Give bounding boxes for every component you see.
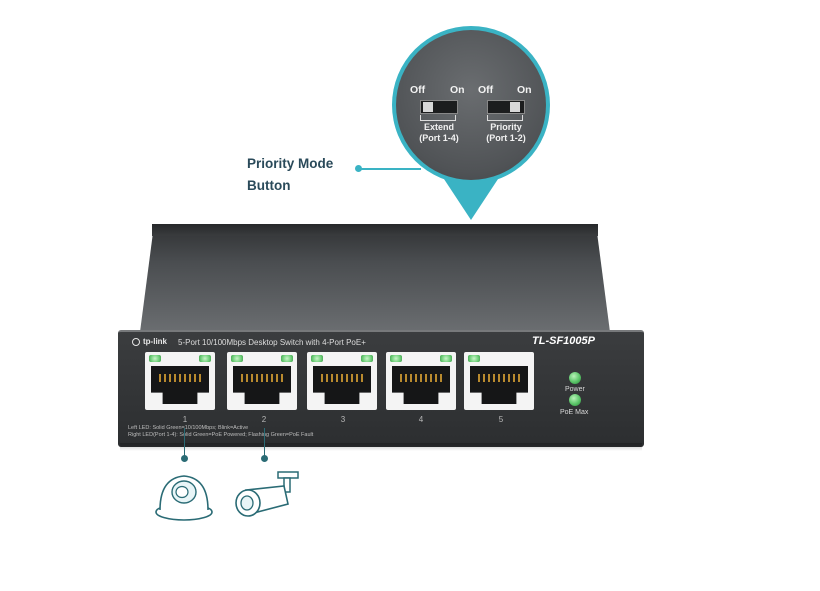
priority-caption-2: (Port 1-2): [486, 133, 526, 143]
camera-2-connector: [264, 428, 265, 458]
extend-bracket: [420, 115, 456, 121]
callout-dot: [355, 165, 362, 172]
port-2-pins: [241, 374, 283, 382]
port-3-pins: [321, 374, 363, 382]
power-led-icon: [569, 372, 581, 384]
camera-1-connector-dot: [181, 455, 188, 462]
port-1-right-led: [199, 355, 211, 362]
port-4-pins: [400, 374, 442, 382]
extend-off-label: Off: [410, 84, 426, 96]
port-number-1: 1: [182, 415, 188, 424]
priority-caption-1: Priority: [490, 122, 522, 132]
priority-mode-callout: Priority Mode Button: [247, 153, 387, 197]
extend-on-label: On: [450, 84, 465, 96]
switch-top-panel: [140, 224, 610, 332]
port-number-3: 3: [340, 415, 346, 424]
switch-rear-edge: [152, 224, 598, 236]
port-1-pins: [159, 374, 201, 382]
bullet-camera-icon: [235, 471, 299, 517]
brand-label: tp-link: [143, 337, 167, 346]
power-label: Power: [565, 386, 585, 393]
port-3-left-led: [311, 355, 323, 362]
port-2-left-led: [231, 355, 243, 362]
priority-off-label: Off: [478, 84, 494, 96]
poe-max-label: PoE Max: [560, 409, 589, 416]
switch-shadow: [120, 443, 642, 451]
model-name: TL-SF1005P: [532, 335, 595, 347]
port-3-socket: [313, 366, 371, 404]
port-5-pins: [478, 374, 520, 382]
ethernet-port-1[interactable]: [145, 352, 215, 410]
callout-connector: [361, 168, 421, 170]
extend-caption: Extend (Port 1-4): [409, 122, 469, 144]
tp-link-logo-icon: [132, 338, 140, 346]
ethernet-port-4[interactable]: [386, 352, 456, 410]
switch-zoom-bubble: Off On Extend (Port 1-4) Off On Priority…: [392, 26, 550, 222]
callout-line-1: Priority Mode: [247, 156, 334, 171]
device-description: 5-Port 10/100Mbps Desktop Switch with 4-…: [178, 338, 366, 347]
port-4-left-led: [390, 355, 402, 362]
port-2-right-led: [281, 355, 293, 362]
port-1-socket: [151, 366, 209, 404]
priority-on-label: On: [517, 84, 532, 96]
port-number-5: 5: [498, 415, 504, 424]
bubble-content: Off On Extend (Port 1-4) Off On Priority…: [396, 30, 546, 180]
callout-line-2: Button: [247, 178, 291, 193]
extend-caption-2: (Port 1-4): [419, 133, 459, 143]
poe-max-led-icon: [569, 394, 581, 406]
port-4-right-led: [440, 355, 452, 362]
ethernet-port-5[interactable]: [464, 352, 534, 410]
port-number-2: 2: [261, 415, 267, 424]
port-number-4: 4: [418, 415, 424, 424]
camera-2-connector-dot: [261, 455, 268, 462]
bubble-ring: Off On Extend (Port 1-4) Off On Priority…: [392, 26, 550, 184]
priority-toggle[interactable]: [487, 100, 525, 114]
port-2-socket: [233, 366, 291, 404]
led-legend-right: Right LED(Port 1-4): Solid Green=PoE Pow…: [128, 432, 314, 438]
port-5-socket: [470, 366, 528, 404]
ethernet-port-2[interactable]: [227, 352, 297, 410]
priority-bracket: [487, 115, 523, 121]
extend-caption-1: Extend: [423, 122, 454, 132]
priority-caption: Priority (Port 1-2): [476, 122, 536, 144]
extend-toggle[interactable]: [420, 100, 458, 114]
extend-toggle-knob: [423, 102, 433, 112]
port-3-right-led: [361, 355, 373, 362]
priority-toggle-knob: [510, 102, 520, 112]
led-legend-left: Left LED: Solid Green=10/100Mbps; Blink=…: [128, 425, 249, 431]
ethernet-port-3[interactable]: [307, 352, 377, 410]
dome-camera-icon: [155, 475, 213, 521]
port-1-left-led: [149, 355, 161, 362]
port-4-socket: [392, 366, 450, 404]
port-5-left-led: [468, 355, 480, 362]
camera-1-connector: [184, 428, 185, 458]
